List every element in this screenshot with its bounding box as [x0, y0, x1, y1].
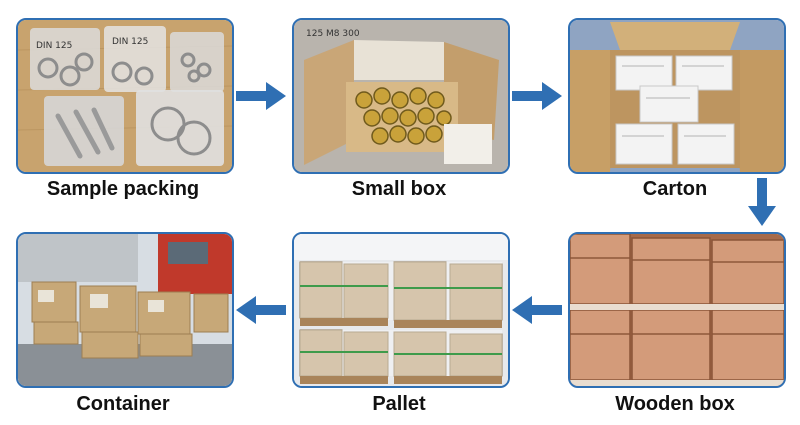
arrow-left-icon	[512, 296, 562, 324]
bag-text-2: DIN 125	[112, 37, 148, 47]
bag-text-1: DIN 125	[36, 41, 72, 51]
step-label-carton: Carton	[642, 178, 708, 200]
bag-washers-2	[104, 26, 166, 92]
wooden-box-image	[570, 234, 784, 386]
step-label-wooden-box: Wooden box	[615, 393, 735, 415]
bag-nuts	[170, 32, 224, 92]
arrow-left-icon	[236, 296, 286, 324]
step-label-sample-packing: Sample packing	[46, 178, 200, 200]
step-label-container: Container	[76, 393, 170, 415]
arrow-right-icon	[236, 82, 286, 110]
step-label-small-box: Small box	[351, 178, 447, 200]
step-label-pallet: Pallet	[372, 393, 426, 415]
step-photo-wooden-box	[568, 232, 786, 388]
step-photo-container	[16, 232, 234, 388]
sample-packing-image: DIN 125 DIN 125	[18, 20, 232, 172]
step-photo-sample-packing: DIN 125 DIN 125	[16, 18, 234, 174]
box-note-text: 125 M8 300	[306, 29, 360, 39]
arrow-down-icon	[748, 178, 776, 226]
small-box-image: 125 M8 300	[294, 20, 508, 172]
step-photo-carton	[568, 18, 786, 174]
pallet-image	[294, 234, 508, 386]
arrow-right-icon	[512, 82, 562, 110]
bag-washers-1	[30, 28, 100, 90]
step-photo-pallet	[292, 232, 510, 388]
carton-image	[570, 20, 784, 172]
container-image	[18, 234, 232, 386]
step-photo-small-box: 125 M8 300	[292, 18, 510, 174]
